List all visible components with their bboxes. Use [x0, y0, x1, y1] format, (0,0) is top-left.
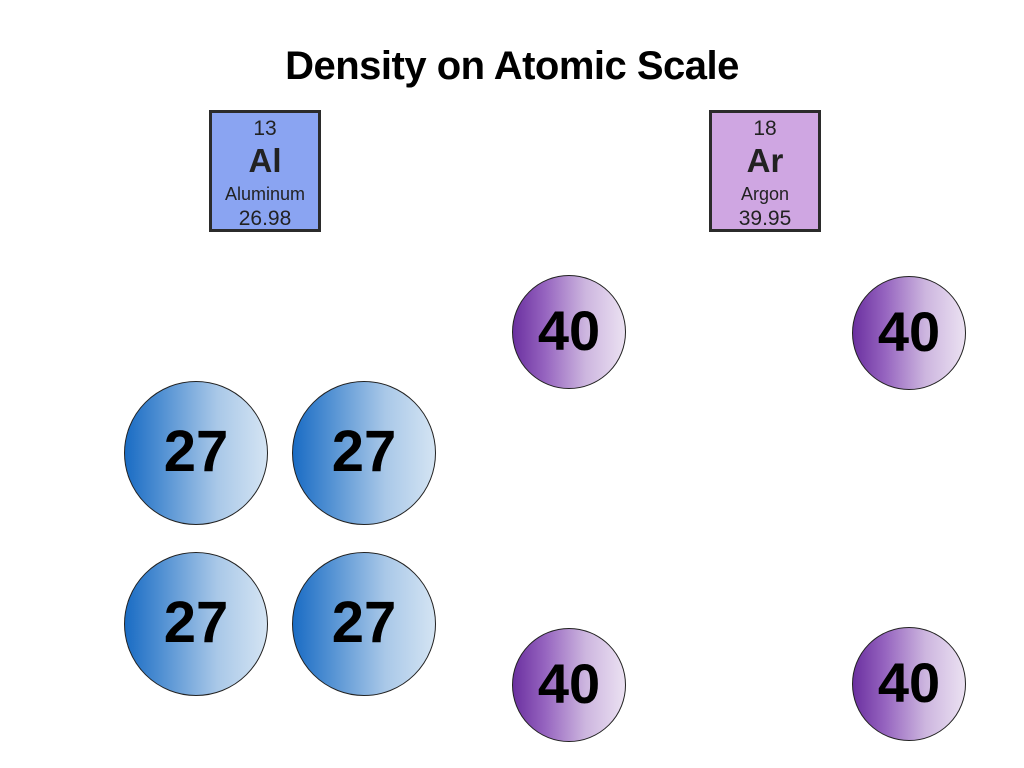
argon-atom-mass-label: 40 [877, 299, 941, 363]
aluminum-atom: 27 [292, 552, 436, 696]
aluminum-name: Aluminum [224, 184, 306, 204]
aluminum-atomic-mass: 26.98 [238, 207, 292, 230]
argon-name: Argon [740, 184, 790, 204]
aluminum-atom-mass-label: 27 [331, 589, 397, 655]
slide-title: Density on Atomic Scale [285, 44, 739, 88]
aluminum-atomic-number: 13 [253, 117, 277, 140]
aluminum-atom: 27 [124, 552, 268, 696]
argon-atom-mass-label: 40 [537, 651, 601, 715]
argon-atomic-number: 18 [753, 117, 777, 140]
argon-symbol: Ar [746, 142, 784, 179]
aluminum-symbol: Al [248, 142, 282, 179]
argon-element-tile: 18 Ar Argon 39.95 [709, 110, 821, 232]
aluminum-atom-mass-label: 27 [163, 418, 229, 484]
aluminum-atom-mass-label: 27 [163, 589, 229, 655]
aluminum-atom: 27 [124, 381, 268, 525]
argon-atom: 40 [852, 627, 966, 741]
argon-atom-mass-label: 40 [877, 650, 941, 714]
argon-atom: 40 [852, 276, 966, 390]
argon-atom: 40 [512, 628, 626, 742]
aluminum-element-tile: 13 Al Aluminum 26.98 [209, 110, 321, 232]
aluminum-atom: 27 [292, 381, 436, 525]
argon-atom-mass-label: 40 [537, 298, 601, 362]
argon-atomic-mass: 39.95 [738, 207, 792, 230]
argon-atom: 40 [512, 275, 626, 389]
aluminum-atom-mass-label: 27 [331, 418, 397, 484]
